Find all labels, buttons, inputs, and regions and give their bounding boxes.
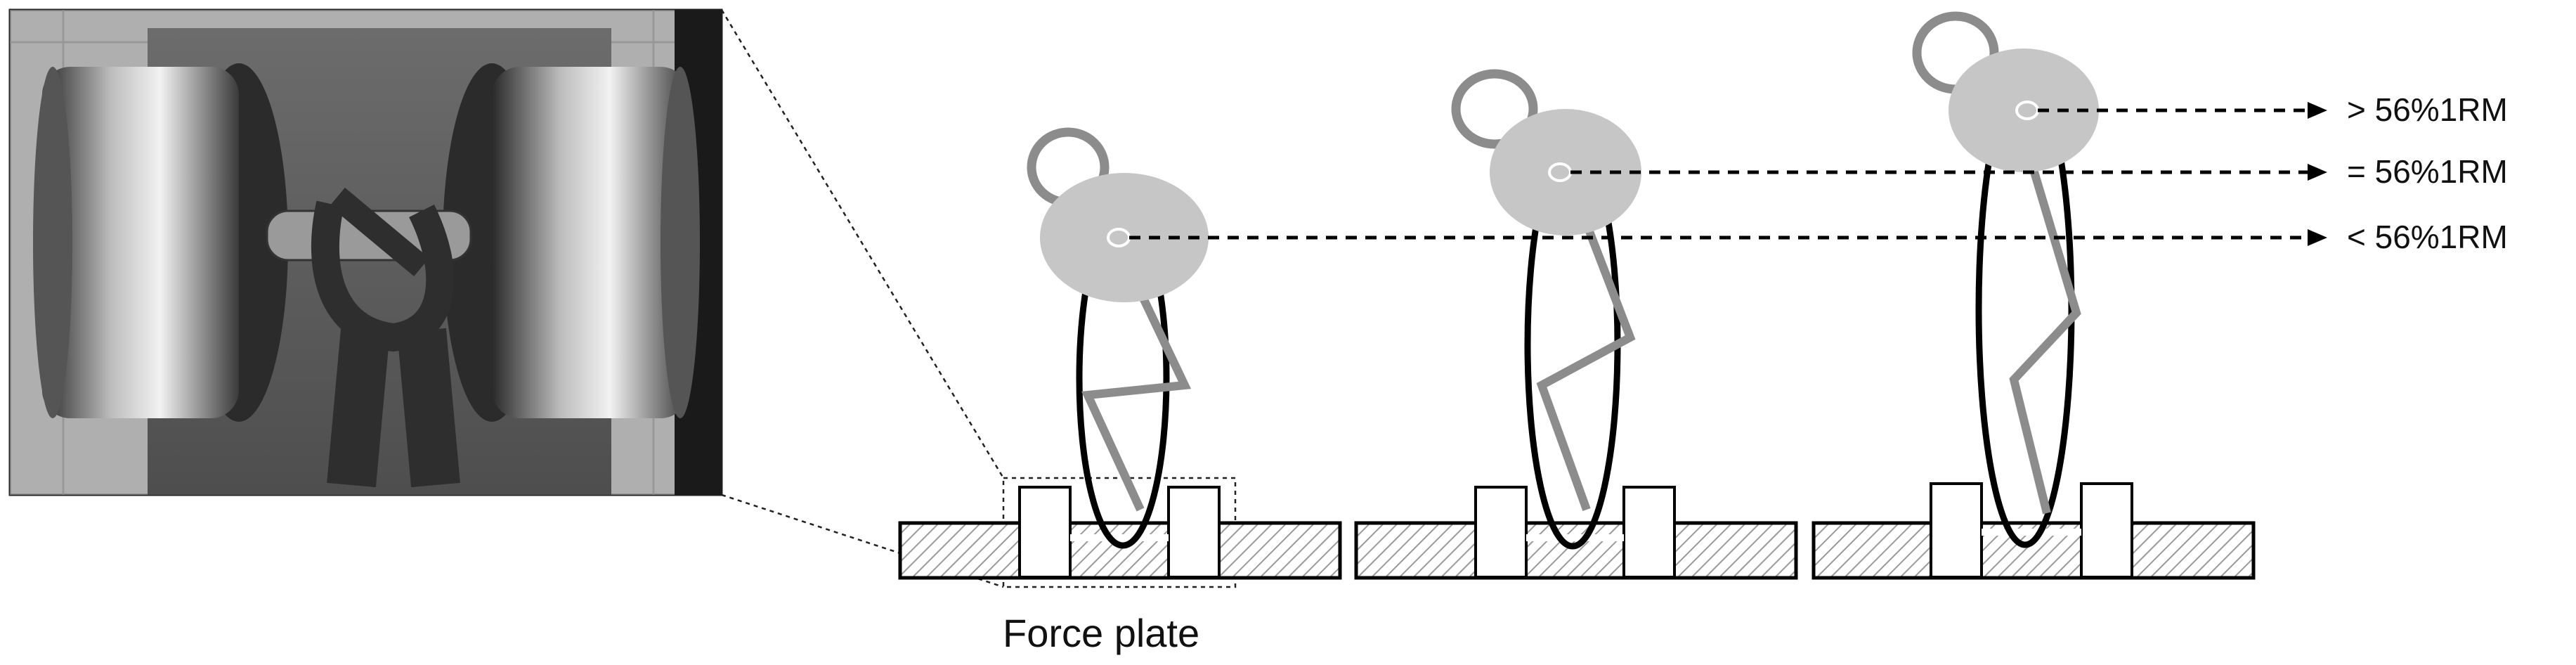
- band-stage-above: [1912, 11, 2099, 548]
- arrow-heads: [2308, 102, 2327, 246]
- force-plate-1: [898, 486, 1342, 580]
- band-stage-equal: [1451, 69, 1641, 550]
- force-plate-3: [1811, 482, 2256, 580]
- right-weight-disc: [443, 63, 700, 422]
- label-force-plate: Force plate: [1003, 611, 1199, 655]
- elastic-band: [311, 187, 460, 488]
- label-below-56-1rm: < 56%1RM: [2347, 219, 2508, 255]
- level-arrows: [1129, 108, 2312, 240]
- left-weight-disc: [33, 63, 288, 422]
- label-equal-56-1rm: = 56%1RM: [2347, 153, 2508, 190]
- band-stage-below: [1027, 127, 1209, 549]
- label-above-56-1rm: > 56%1RM: [2347, 91, 2508, 128]
- dumbbell-photo: [8, 8, 723, 496]
- force-plate-2: [1354, 486, 1798, 580]
